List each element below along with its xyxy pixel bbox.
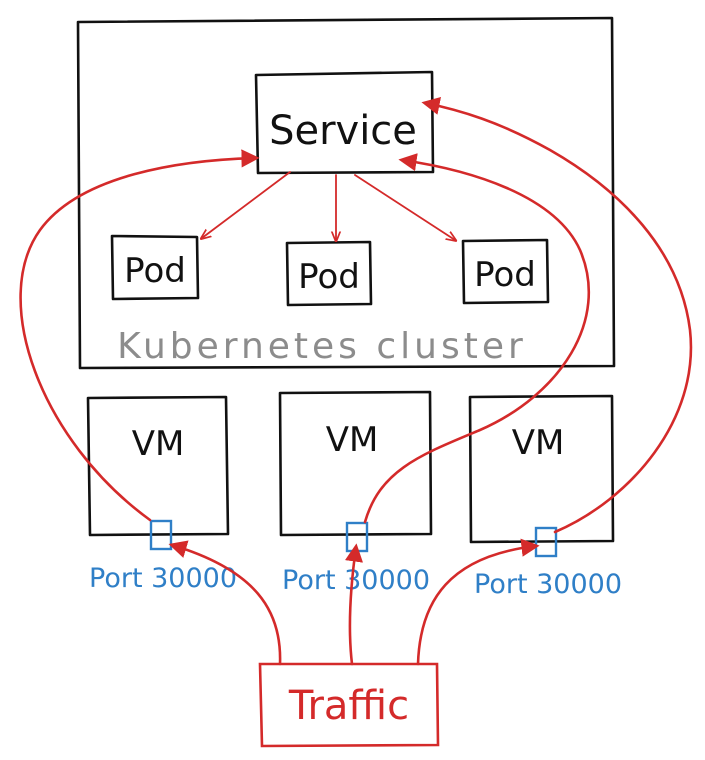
port-to-service-arrow [363, 153, 591, 524]
pod-box [110, 234, 200, 301]
port-to-service-arrow [19, 149, 260, 522]
pod-2: Pod [285, 240, 373, 307]
kubernetes-cluster: Kubernetes cluster [76, 16, 616, 370]
vm-box [86, 395, 230, 537]
pod-label: Pod [124, 251, 186, 291]
pod-box [461, 238, 550, 305]
port-icon [149, 519, 173, 551]
cluster-border [76, 16, 616, 370]
port-label: Port 30000 [89, 563, 237, 594]
pod-label: Pod [474, 255, 536, 295]
service-box [254, 70, 435, 175]
service-to-pod-arrow [354, 174, 455, 240]
vm-1: VM [86, 395, 230, 537]
service-label: Service [269, 108, 417, 154]
service-to-pod-arrow [202, 171, 291, 238]
service-node: Service [254, 70, 435, 175]
port-to-service-arrow [421, 96, 693, 534]
vm-label: VM [512, 423, 565, 463]
traffic-node: Traffic [258, 662, 440, 748]
vm-2: VM [278, 390, 433, 537]
pod-label: Pod [298, 257, 360, 297]
pod-3: Pod [461, 238, 550, 305]
cluster-label: Kubernetes cluster [117, 326, 527, 367]
vm-label: VM [326, 420, 379, 460]
vm-box [278, 390, 433, 537]
traffic-box [258, 662, 440, 748]
pod-box [285, 240, 373, 307]
traffic-to-port-arrow [344, 543, 364, 666]
port-label: Port 30000 [474, 569, 622, 600]
pod-1: Pod [110, 234, 200, 301]
traffic-label: Traffic [288, 683, 409, 729]
traffic-to-port-arrow [416, 538, 540, 666]
vm-label: VM [132, 424, 185, 464]
port-label: Port 30000 [282, 565, 430, 596]
vm-box [468, 394, 615, 544]
traffic-to-port-arrow [168, 540, 282, 666]
vm-3: VM [468, 394, 615, 544]
